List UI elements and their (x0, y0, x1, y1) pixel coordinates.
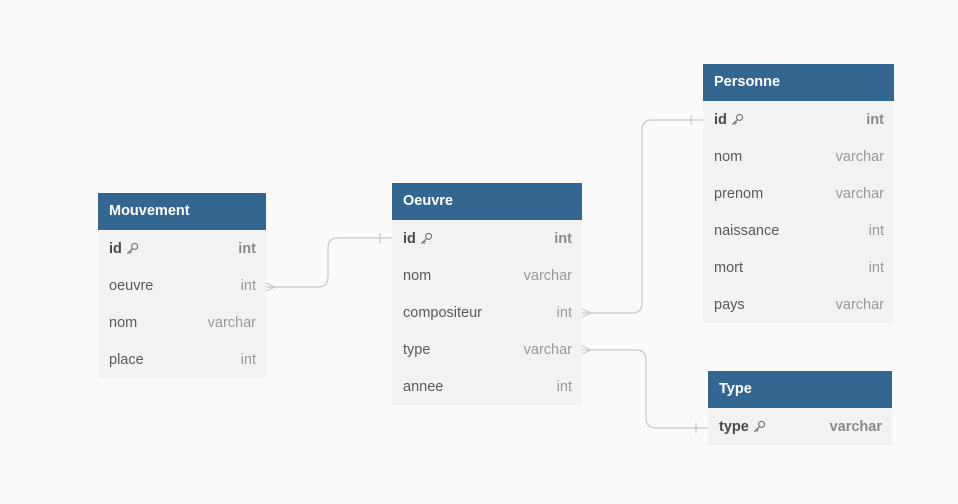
column-type: varchar (835, 185, 884, 202)
column-name: annee (403, 378, 444, 395)
column-row[interactable]: place int (98, 341, 266, 378)
column-row[interactable]: compositeur int (392, 294, 582, 331)
column-type: varchar (207, 314, 256, 331)
column-type: varchar (523, 341, 572, 358)
column-type: varchar (835, 296, 884, 313)
column-row[interactable]: mort int (703, 249, 894, 286)
connector-mouvement-oeuvre (266, 237, 392, 288)
many-marker-oeuvre-compositeur (581, 308, 593, 318)
column-row[interactable]: naissance int (703, 212, 894, 249)
column-row[interactable]: pays varchar (703, 286, 894, 323)
column-row[interactable]: id int (703, 101, 894, 138)
table-mouvement[interactable]: Mouvement id int oeuvre int nom varchar … (98, 193, 266, 378)
column-name: oeuvre (109, 277, 154, 294)
column-name: id (403, 230, 416, 247)
column-row[interactable]: prenom varchar (703, 175, 894, 212)
column-row[interactable]: type varchar (708, 408, 892, 445)
column-name: mort (714, 259, 743, 276)
column-row[interactable]: annee int (392, 368, 582, 405)
column-name: naissance (714, 222, 780, 239)
column-row[interactable]: nom varchar (392, 257, 582, 294)
column-name: type (403, 341, 431, 358)
column-name: nom (403, 267, 432, 284)
column-row[interactable]: oeuvre int (98, 267, 266, 304)
column-type: int (866, 111, 884, 128)
column-name: compositeur (403, 304, 482, 321)
column-type: int (238, 240, 256, 257)
table-oeuvre[interactable]: Oeuvre id int nom varchar compositeur in… (392, 183, 582, 405)
column-row[interactable]: id int (98, 230, 266, 267)
column-name: prenom (714, 185, 764, 202)
connector-oeuvre-personne (582, 119, 703, 314)
column-type: int (556, 304, 572, 321)
connector-oeuvre-type (582, 349, 708, 429)
column-type: int (240, 351, 256, 368)
column-type: int (240, 277, 256, 294)
table-personne[interactable]: Personne id int nom varchar prenom varch… (703, 64, 894, 323)
column-type: int (868, 222, 884, 239)
column-name: nom (109, 314, 138, 331)
key-icon (420, 232, 433, 245)
table-oeuvre-header[interactable]: Oeuvre (392, 183, 582, 220)
many-marker-mouvement-oeuvre (265, 282, 277, 292)
column-type: varchar (835, 148, 884, 165)
key-icon (753, 420, 766, 433)
column-name: id (109, 240, 122, 257)
column-type: varchar (829, 418, 882, 435)
table-type[interactable]: Type type varchar (708, 371, 892, 445)
column-type: int (556, 378, 572, 395)
column-row[interactable]: id int (392, 220, 582, 257)
table-type-header[interactable]: Type (708, 371, 892, 408)
table-personne-header[interactable]: Personne (703, 64, 894, 101)
key-icon (126, 242, 139, 255)
column-type: int (868, 259, 884, 276)
key-icon (731, 113, 744, 126)
column-name: id (714, 111, 727, 128)
table-mouvement-header[interactable]: Mouvement (98, 193, 266, 230)
column-name: place (109, 351, 144, 368)
column-name: pays (714, 296, 745, 313)
column-type: varchar (523, 267, 572, 284)
column-name: type (719, 418, 749, 435)
column-type: int (554, 230, 572, 247)
many-marker-oeuvre-type (581, 345, 593, 355)
column-row[interactable]: nom varchar (98, 304, 266, 341)
column-row[interactable]: nom varchar (703, 138, 894, 175)
column-row[interactable]: type varchar (392, 331, 582, 368)
column-name: nom (714, 148, 743, 165)
